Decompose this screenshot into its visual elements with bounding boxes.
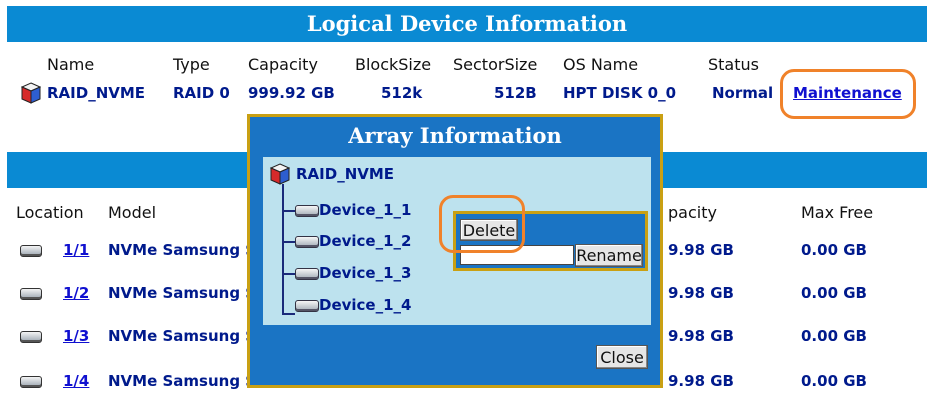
tree-device-item[interactable]: Device_1_2 [319, 232, 412, 250]
disk-icon [295, 205, 319, 217]
col-header-sectorsize: SectorSize [453, 55, 538, 74]
disk-capacity: 9.98 GB [668, 327, 734, 345]
col-header-type: Type [173, 55, 210, 74]
tree-device-item[interactable]: Device_1_4 [319, 296, 412, 314]
col-header-maxfree: Max Free [801, 203, 874, 222]
col-header-status: Status [708, 55, 759, 74]
logical-status: Normal [712, 84, 774, 102]
tree-array-name[interactable]: RAID_NVME [296, 165, 395, 183]
rename-button[interactable]: Rename [575, 244, 643, 267]
disk-icon [20, 331, 42, 343]
disk-model: NVMe Samsung S [108, 284, 257, 302]
logical-blocksize: 512k [381, 84, 423, 102]
disk-model: NVMe Samsung S [108, 327, 257, 345]
disk-location-link[interactable]: 1/3 [63, 327, 90, 345]
col-header-capacity: Capacity [248, 55, 318, 74]
disk-capacity: 9.98 GB [668, 241, 734, 259]
col-header-blocksize: BlockSize [355, 55, 432, 74]
col-header-location: Location [16, 203, 84, 222]
raid-array-icon [269, 163, 291, 185]
col-header-capacity: pacity [668, 203, 717, 222]
disk-icon [295, 268, 319, 280]
device-context-menu: Delete Rename [453, 211, 648, 271]
disk-location-link[interactable]: 1/4 [63, 372, 90, 390]
col-header-name: Name [47, 55, 95, 74]
disk-maxfree: 0.00 GB [801, 241, 867, 259]
tree-device-item[interactable]: Device_1_1 [319, 201, 412, 219]
disk-maxfree: 0.00 GB [801, 284, 867, 302]
tree-branch-line [282, 273, 295, 275]
disk-icon [20, 376, 42, 388]
disk-icon [295, 236, 319, 248]
maintenance-callout [780, 69, 916, 119]
close-button[interactable]: Close [596, 345, 648, 369]
dialog-title: Array Information [348, 123, 562, 148]
col-header-model: Model [108, 203, 157, 222]
col-header-osname: OS Name [563, 55, 639, 74]
logical-sectorsize: 512B [494, 84, 537, 102]
disk-icon [20, 245, 42, 257]
array-info-dialog: Array Information RAID_NVME Device_1_1 D… [247, 114, 663, 388]
logical-capacity: 999.92 GB [248, 84, 335, 102]
disk-icon [295, 300, 319, 312]
delete-callout [439, 195, 525, 253]
disk-icon [20, 288, 42, 300]
disk-capacity: 9.98 GB [668, 372, 734, 390]
tree-branch-line [282, 313, 295, 315]
disk-location-link[interactable]: 1/1 [63, 241, 90, 259]
disk-location-link[interactable]: 1/2 [63, 284, 90, 302]
logical-name: RAID_NVME [47, 84, 146, 102]
delete-button[interactable]: Delete [460, 219, 518, 241]
logical-device-header: Logical Device Information [7, 6, 927, 42]
tree-trunk-line [282, 184, 284, 314]
disk-maxfree: 0.00 GB [801, 372, 867, 390]
tree-device-item[interactable]: Device_1_3 [319, 264, 412, 282]
disk-model: NVMe Samsung S [108, 372, 257, 390]
raid-array-icon [20, 82, 42, 104]
logical-type: RAID 0 [173, 84, 230, 102]
maintenance-link[interactable]: Maintenance [793, 84, 902, 102]
tree-branch-line [282, 210, 295, 212]
disk-capacity: 9.98 GB [668, 284, 734, 302]
logical-osname: HPT DISK 0_0 [563, 84, 677, 102]
array-tree-panel: RAID_NVME Device_1_1 Device_1_2 Device_1… [263, 157, 651, 325]
disk-maxfree: 0.00 GB [801, 327, 867, 345]
disk-model: NVMe Samsung S [108, 241, 257, 259]
tree-branch-line [282, 241, 295, 243]
